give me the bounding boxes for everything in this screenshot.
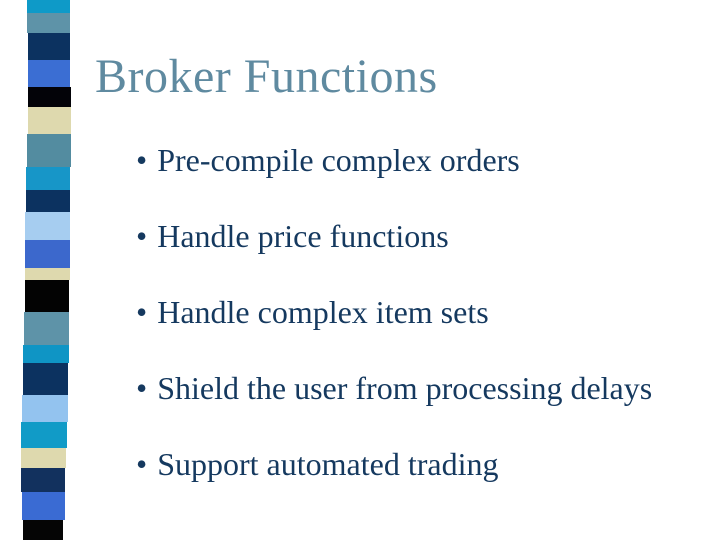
ribbon-segment [25, 212, 70, 240]
ribbon-segment [28, 107, 71, 134]
bullet-text: Handle price functions [157, 218, 449, 254]
ribbon-segment [26, 167, 70, 190]
bullet-marker: • [136, 370, 148, 406]
ribbon-segment [21, 422, 67, 448]
bullet-marker: • [136, 294, 148, 330]
bullet-marker: • [136, 446, 148, 482]
bullet-marker: • [136, 142, 148, 178]
bullet-item: •Handle complex item sets [136, 295, 652, 371]
ribbon-segment [24, 312, 69, 345]
bullet-item: •Pre-compile complex orders [136, 143, 652, 219]
decorative-ribbon [0, 0, 80, 540]
ribbon-segment [27, 134, 71, 167]
slide-title: Broker Functions [95, 50, 438, 103]
ribbon-segment [21, 448, 66, 468]
bullet-text: Handle complex item sets [157, 294, 489, 330]
bullet-list: •Pre-compile complex orders•Handle price… [136, 143, 652, 523]
bullet-item: •Shield the user from processing delays [136, 371, 652, 447]
bullet-item: •Handle price functions [136, 219, 652, 295]
bullet-text: Support automated trading [157, 446, 499, 482]
bullet-text: Shield the user from processing delays [157, 370, 653, 406]
ribbon-segment [21, 468, 65, 492]
ribbon-segment [22, 395, 68, 422]
ribbon-segment [25, 280, 69, 312]
bullet-item: •Support automated trading [136, 447, 652, 523]
ribbon-segment [27, 0, 70, 13]
ribbon-segment [26, 190, 70, 212]
ribbon-segment [23, 520, 63, 540]
bullet-marker: • [136, 218, 148, 254]
bullet-text: Pre-compile complex orders [157, 142, 520, 178]
ribbon-segment [27, 13, 70, 33]
ribbon-segment [25, 268, 70, 280]
ribbon-segment [28, 87, 71, 107]
ribbon-segment [23, 363, 68, 395]
ribbon-segment [25, 240, 70, 268]
ribbon-segment [23, 345, 69, 363]
ribbon-segment [28, 33, 70, 60]
ribbon-segment [22, 492, 65, 520]
ribbon-segment [28, 60, 70, 87]
